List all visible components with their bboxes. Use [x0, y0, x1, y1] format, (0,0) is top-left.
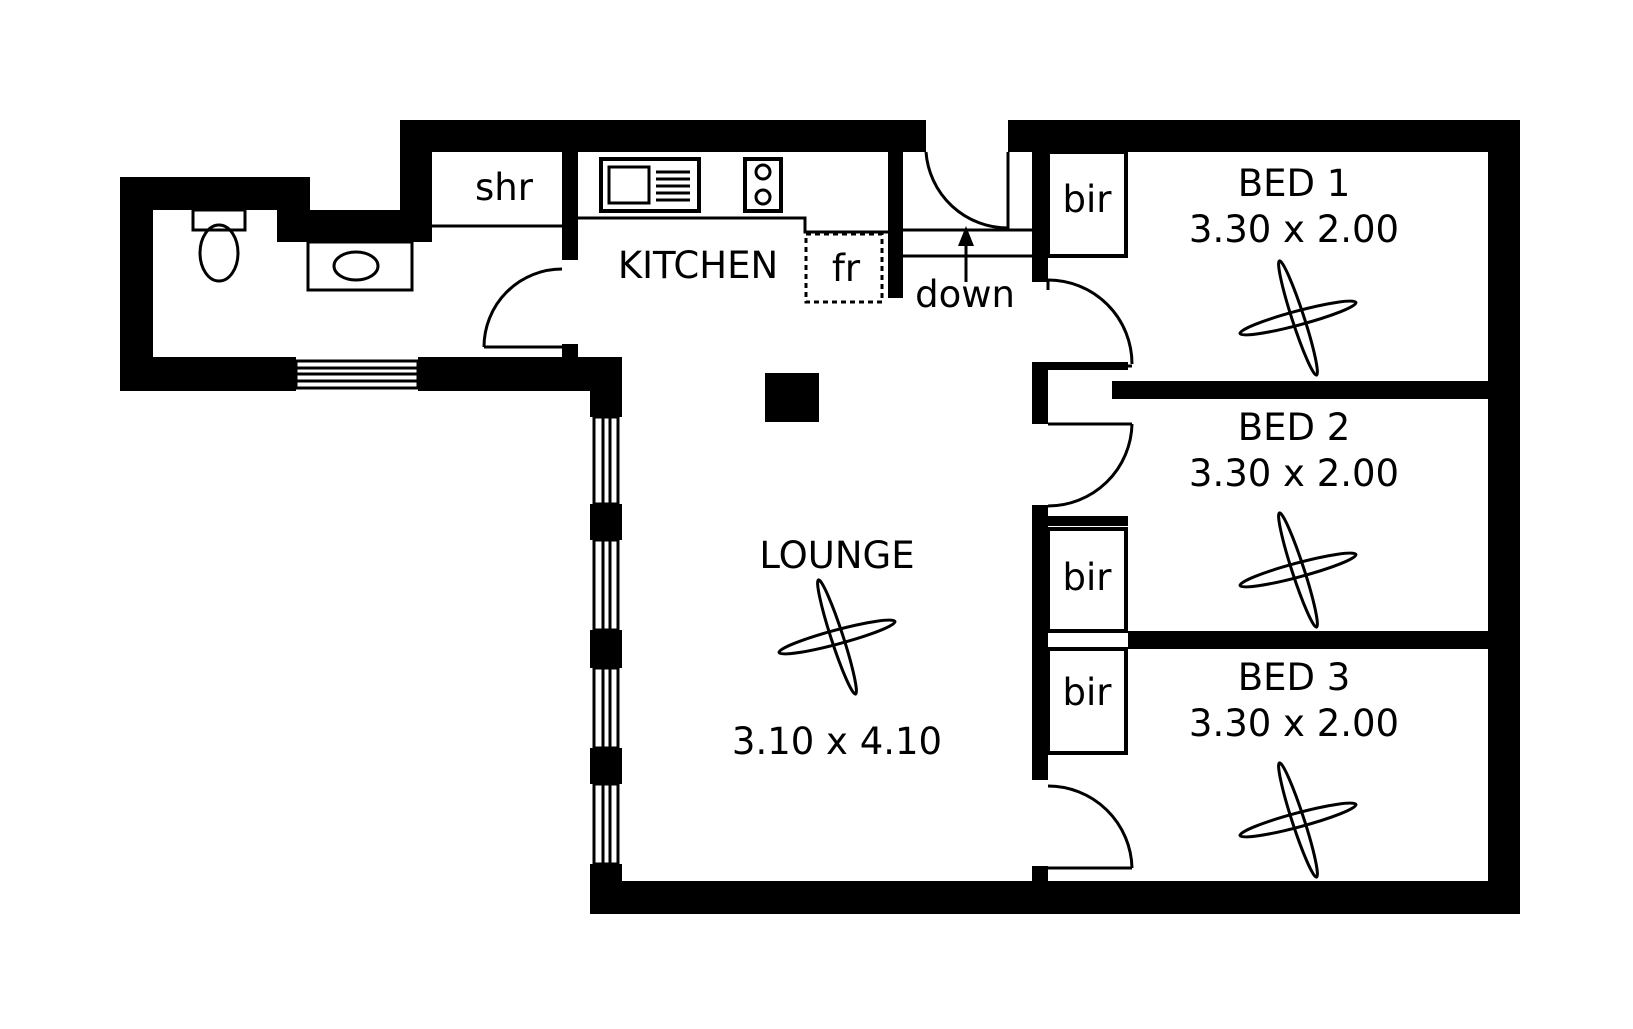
- wall-bed2-left-bottom: [1032, 505, 1048, 780]
- fridge-space: [804, 232, 884, 304]
- lounge-name: LOUNGE: [759, 534, 914, 577]
- stairs-arrow-head: [958, 226, 974, 246]
- wall-bed2-doorhead: [1048, 516, 1128, 526]
- bed2-name: BED 2: [1238, 406, 1351, 449]
- wall-top-bedrooms: [1008, 120, 1520, 152]
- ceiling-fan-icon: [775, 576, 899, 698]
- wall-lounge-left-c: [590, 748, 622, 784]
- ceiling-fan-icon: [1236, 509, 1360, 631]
- kitchen-label: KITCHEN: [618, 244, 778, 287]
- wall-bath-left: [120, 177, 153, 391]
- bir1-cupboard: [1046, 150, 1128, 258]
- wall-bed1-left: [1032, 152, 1048, 282]
- wall-lounge-left-b: [590, 630, 622, 668]
- wall-bed2-bed3: [1128, 631, 1488, 649]
- wall-bottom: [590, 881, 1520, 914]
- wall-hall-door-post: [1008, 120, 1016, 152]
- toilet-icon: [191, 208, 247, 283]
- bed1-dimensions: 3.30 x 2.00: [1189, 208, 1399, 251]
- wall-bath-bottom-left: [120, 357, 296, 391]
- wall-right: [1488, 120, 1520, 914]
- wall-lounge-left-a: [590, 504, 622, 540]
- fixtures: [191, 150, 1134, 870]
- bir3-label: bir: [1063, 671, 1113, 714]
- bed3-name: BED 3: [1238, 656, 1351, 699]
- wall-kitchen-left-stub: [562, 344, 578, 391]
- bed1-name: BED 1: [1238, 162, 1351, 205]
- bed3-dimensions: 3.30 x 2.00: [1189, 702, 1399, 745]
- labels: shr KITCHEN fr down bir bir bir BED 1 3.…: [475, 162, 1399, 763]
- lounge-dimensions: 3.10 x 4.10: [732, 720, 942, 763]
- wall-lounge-left-top: [590, 357, 622, 417]
- wall-lounge-left-bottom: [590, 864, 622, 914]
- door-swings: [482, 151, 1134, 870]
- lounge-post: [765, 373, 819, 422]
- ceiling-fan-icon: [1236, 257, 1360, 379]
- bir2-label: bir: [1063, 556, 1113, 599]
- stairs-label: down: [915, 273, 1015, 316]
- wall-bed3-left-bottom: [1032, 866, 1048, 882]
- ceiling-fan-icon: [1236, 759, 1360, 881]
- lounge-windows: [592, 415, 620, 866]
- wall-shower-kitchen: [562, 152, 578, 260]
- walls: [120, 120, 1520, 914]
- bir3-cupboard: [1046, 647, 1128, 755]
- wall-bed2-left-top: [1032, 362, 1048, 424]
- wall-bed1-bed2: [1112, 381, 1488, 399]
- bir2-cupboard: [1046, 527, 1128, 633]
- fridge-label: fr: [832, 247, 861, 290]
- bir1-label: bir: [1063, 178, 1113, 221]
- wall-top-kitchen: [400, 120, 926, 152]
- bed2-dimensions: 3.30 x 2.00: [1189, 452, 1399, 495]
- sink-icon: [599, 157, 701, 213]
- basin-icon: [306, 240, 414, 292]
- kitchen-bench: [578, 216, 888, 234]
- wall-bath-bottom-right: [418, 357, 622, 391]
- cooktop-icon: [743, 157, 783, 213]
- wall-kitchen-hall: [888, 152, 903, 298]
- shower-label: shr: [475, 166, 534, 209]
